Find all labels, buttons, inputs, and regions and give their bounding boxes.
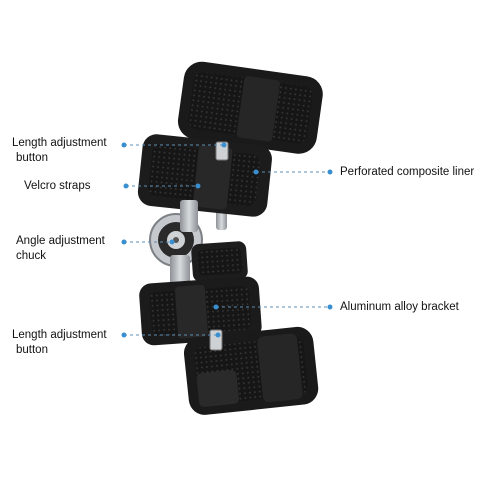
label-length-adjustment-bottom: Length adjustment button — [12, 328, 107, 358]
marker-dot — [121, 239, 127, 245]
top-thigh-strap — [177, 61, 323, 154]
label-line: button — [16, 152, 48, 164]
label-line: Length adjustment — [12, 329, 107, 341]
label-line: Length adjustment — [12, 137, 107, 149]
length-adjustment-button-bottom — [209, 329, 223, 351]
marker-dot — [221, 142, 227, 148]
upper-thigh-cuff — [137, 134, 272, 217]
marker-dot — [253, 169, 259, 175]
angle-adjustment-chuck — [149, 200, 203, 285]
bottom-shin-strap — [183, 326, 319, 415]
label-perforated-liner: Perforated composite liner — [340, 166, 475, 178]
marker-dot — [213, 304, 219, 310]
label-line: button — [16, 344, 48, 356]
marker-dot — [327, 169, 333, 175]
label-angle-adjustment: Angle adjustment chuck — [16, 234, 105, 264]
marker-dot — [169, 239, 175, 245]
label-line: Angle adjustment — [16, 235, 105, 247]
upper-shin-cuff — [139, 276, 262, 346]
label-line: chuck — [16, 250, 47, 262]
label-length-adjustment-top: Length adjustment button — [12, 136, 107, 166]
label-aluminum-bracket: Aluminum alloy bracket — [340, 301, 459, 313]
label-velcro-straps: Velcro straps — [24, 180, 91, 192]
lower-knee-strap — [191, 241, 248, 282]
marker-dot — [327, 304, 333, 310]
marker-dot — [195, 183, 201, 189]
marker-dot — [121, 142, 127, 148]
marker-dot — [121, 332, 127, 338]
marker-dot — [123, 183, 129, 189]
marker-dot — [215, 332, 221, 338]
